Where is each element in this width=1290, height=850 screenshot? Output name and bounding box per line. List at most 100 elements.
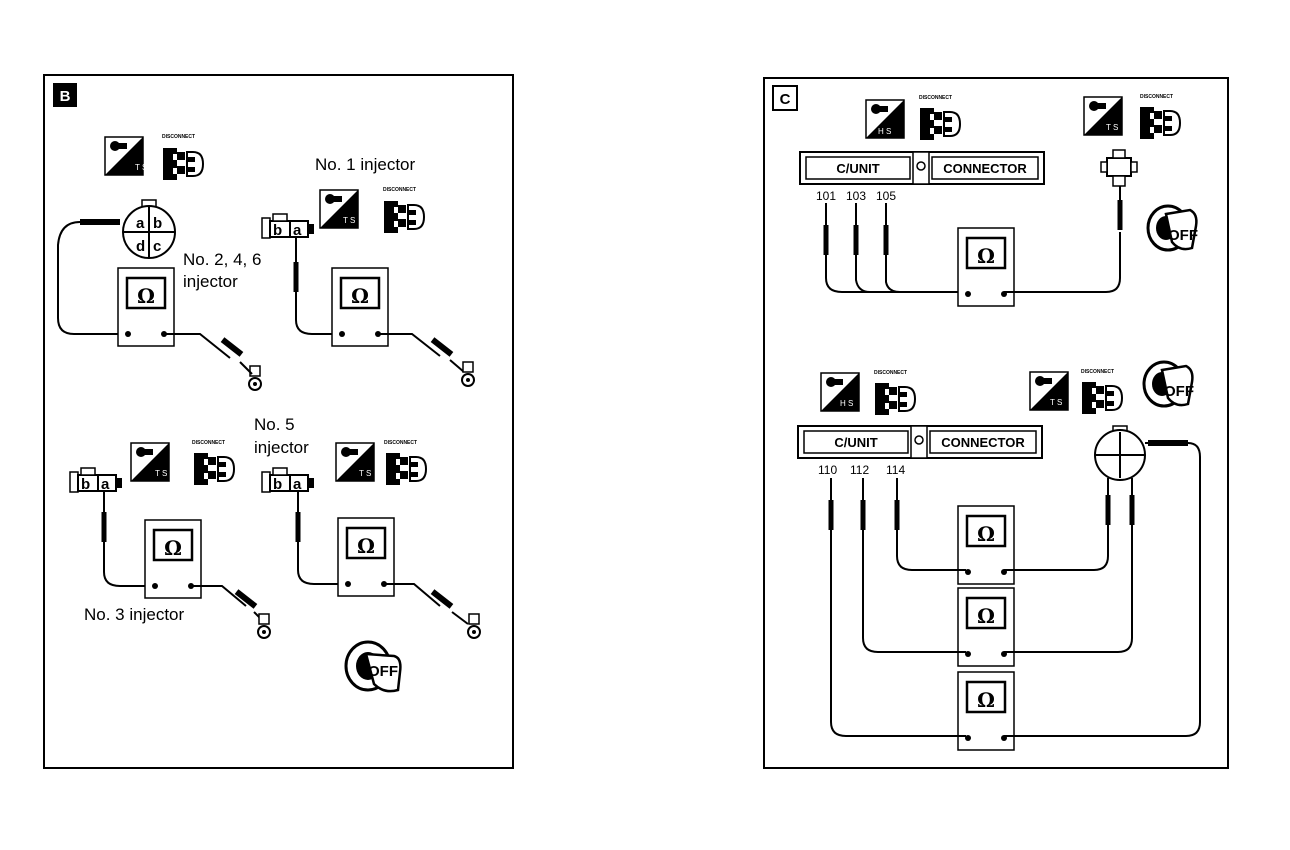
conn-letter-d: d bbox=[136, 238, 145, 255]
ground-terminal-icon bbox=[257, 613, 271, 639]
pin-110: 110 bbox=[818, 463, 837, 477]
unit-label: C/UNIT bbox=[836, 161, 879, 176]
conn-letter-a: a bbox=[293, 222, 302, 239]
disconnect-connector-icon bbox=[919, 107, 961, 141]
key-off-text: OFF bbox=[1164, 383, 1194, 400]
pin-103: 103 bbox=[846, 189, 866, 203]
unit-label: C/UNIT bbox=[834, 435, 877, 450]
disconnect-tag: DISCONNECT bbox=[1081, 369, 1114, 375]
hs-label: H S bbox=[840, 399, 853, 408]
pin-101: 101 bbox=[816, 189, 836, 203]
panel-b-letter: B bbox=[60, 88, 71, 105]
injector-connector-no5: b a bbox=[261, 467, 314, 493]
ts-label: T S bbox=[135, 163, 147, 172]
probe-icon bbox=[853, 225, 859, 255]
disconnect-tag: DISCONNECT bbox=[384, 440, 417, 446]
ignition-key-off-icon: OFF bbox=[1146, 204, 1198, 252]
ignition-key-off-icon: OFF bbox=[344, 640, 402, 693]
label-no246-line2: injector bbox=[183, 272, 238, 291]
label-no5-line1: No. 5 bbox=[254, 415, 295, 434]
probe-icon bbox=[1105, 495, 1111, 525]
probe-icon bbox=[1129, 495, 1135, 525]
panel-b-frame bbox=[43, 74, 514, 769]
conn-letter-b: b bbox=[81, 476, 90, 493]
round-sensor-connector bbox=[1094, 425, 1146, 481]
conn-letter-c: c bbox=[153, 238, 161, 255]
connector-label: CONNECTOR bbox=[943, 161, 1027, 176]
probe-icon bbox=[295, 512, 301, 542]
disconnect-connector-icon bbox=[1139, 106, 1181, 140]
ts-label: T S bbox=[1106, 123, 1118, 132]
probe-icon bbox=[430, 337, 454, 357]
probe-icon bbox=[823, 225, 829, 255]
probe-icon bbox=[860, 500, 866, 530]
panel-c-badge bbox=[772, 85, 798, 111]
conn-letter-a: a bbox=[101, 476, 110, 493]
disconnect-tag: DISCONNECT bbox=[192, 440, 225, 446]
ohm-symbol: Ω bbox=[977, 522, 995, 546]
conn-letter-b: b bbox=[153, 215, 162, 232]
pin-112: 112 bbox=[850, 463, 869, 477]
disconnect-connector-icon bbox=[193, 452, 235, 486]
ohm-symbol: Ω bbox=[977, 604, 995, 628]
probe-icon bbox=[234, 589, 258, 609]
label-no246-line1: No. 2, 4, 6 bbox=[183, 250, 261, 269]
label-no1-injector: No. 1 injector bbox=[315, 155, 415, 174]
ignition-key-off-icon: OFF bbox=[1142, 360, 1194, 408]
probe-icon bbox=[883, 225, 889, 255]
probe-icon bbox=[293, 262, 299, 292]
ohm-symbol: Ω bbox=[977, 688, 995, 712]
probe-icon bbox=[1117, 200, 1123, 230]
ts-label: T S bbox=[155, 469, 167, 478]
ground-terminal-icon bbox=[248, 365, 262, 391]
disconnect-connector-icon bbox=[162, 147, 204, 181]
conn-letter-b: b bbox=[273, 476, 282, 493]
disconnect-connector-icon bbox=[383, 200, 425, 234]
ohm-symbol: Ω bbox=[164, 536, 182, 560]
probe-icon bbox=[220, 337, 244, 357]
panel-b-badge bbox=[53, 83, 77, 107]
injector-connector-no3: b a bbox=[69, 467, 122, 493]
control-unit-connector-top: C/UNIT CONNECTOR bbox=[799, 151, 1045, 185]
disconnect-tag: DISCONNECT bbox=[1140, 94, 1173, 100]
round-connector: a b d c bbox=[122, 199, 176, 259]
ohm-symbol: Ω bbox=[357, 534, 375, 558]
conn-letter-a: a bbox=[136, 215, 145, 232]
pin-105: 105 bbox=[876, 189, 896, 203]
probe-icon bbox=[430, 589, 454, 609]
probe-icon bbox=[80, 219, 120, 225]
injector-connector-no1: b a bbox=[261, 213, 314, 239]
probe-icon bbox=[894, 500, 900, 530]
ground-terminal-icon bbox=[461, 361, 475, 387]
disconnect-connector-icon bbox=[874, 382, 916, 416]
disconnect-connector-icon bbox=[385, 452, 427, 486]
key-off-text: OFF bbox=[1168, 227, 1198, 244]
hs-label: H S bbox=[878, 127, 891, 136]
ground-terminal-icon bbox=[467, 613, 481, 639]
control-unit-connector-bottom: C/UNIT CONNECTOR bbox=[797, 425, 1043, 459]
disconnect-tag: DISCONNECT bbox=[919, 95, 952, 101]
probe-icon bbox=[101, 512, 107, 542]
key-off-text: OFF bbox=[368, 663, 398, 680]
label-no5-line2: injector bbox=[254, 438, 309, 457]
ts-label: T S bbox=[1050, 398, 1062, 407]
conn-letter-a: a bbox=[293, 476, 302, 493]
label-no3-injector: No. 3 injector bbox=[84, 605, 184, 624]
ts-label: T S bbox=[343, 216, 355, 225]
connector-label: CONNECTOR bbox=[941, 435, 1025, 450]
disconnect-tag: DISCONNECT bbox=[383, 187, 416, 193]
ohm-symbol: Ω bbox=[977, 244, 995, 268]
sensor-connector bbox=[1100, 149, 1138, 187]
probe-icon bbox=[828, 500, 834, 530]
probe-icon bbox=[1148, 440, 1188, 446]
panel-c-frame bbox=[763, 77, 1229, 769]
disconnect-tag: DISCONNECT bbox=[874, 370, 907, 376]
ohm-symbol: Ω bbox=[351, 284, 369, 308]
disconnect-connector-icon bbox=[1081, 381, 1123, 415]
ohm-symbol: Ω bbox=[137, 284, 155, 308]
ts-label: T S bbox=[359, 469, 371, 478]
disconnect-tag: DISCONNECT bbox=[162, 134, 195, 140]
panel-c-letter: C bbox=[780, 91, 791, 108]
conn-letter-b: b bbox=[273, 222, 282, 239]
